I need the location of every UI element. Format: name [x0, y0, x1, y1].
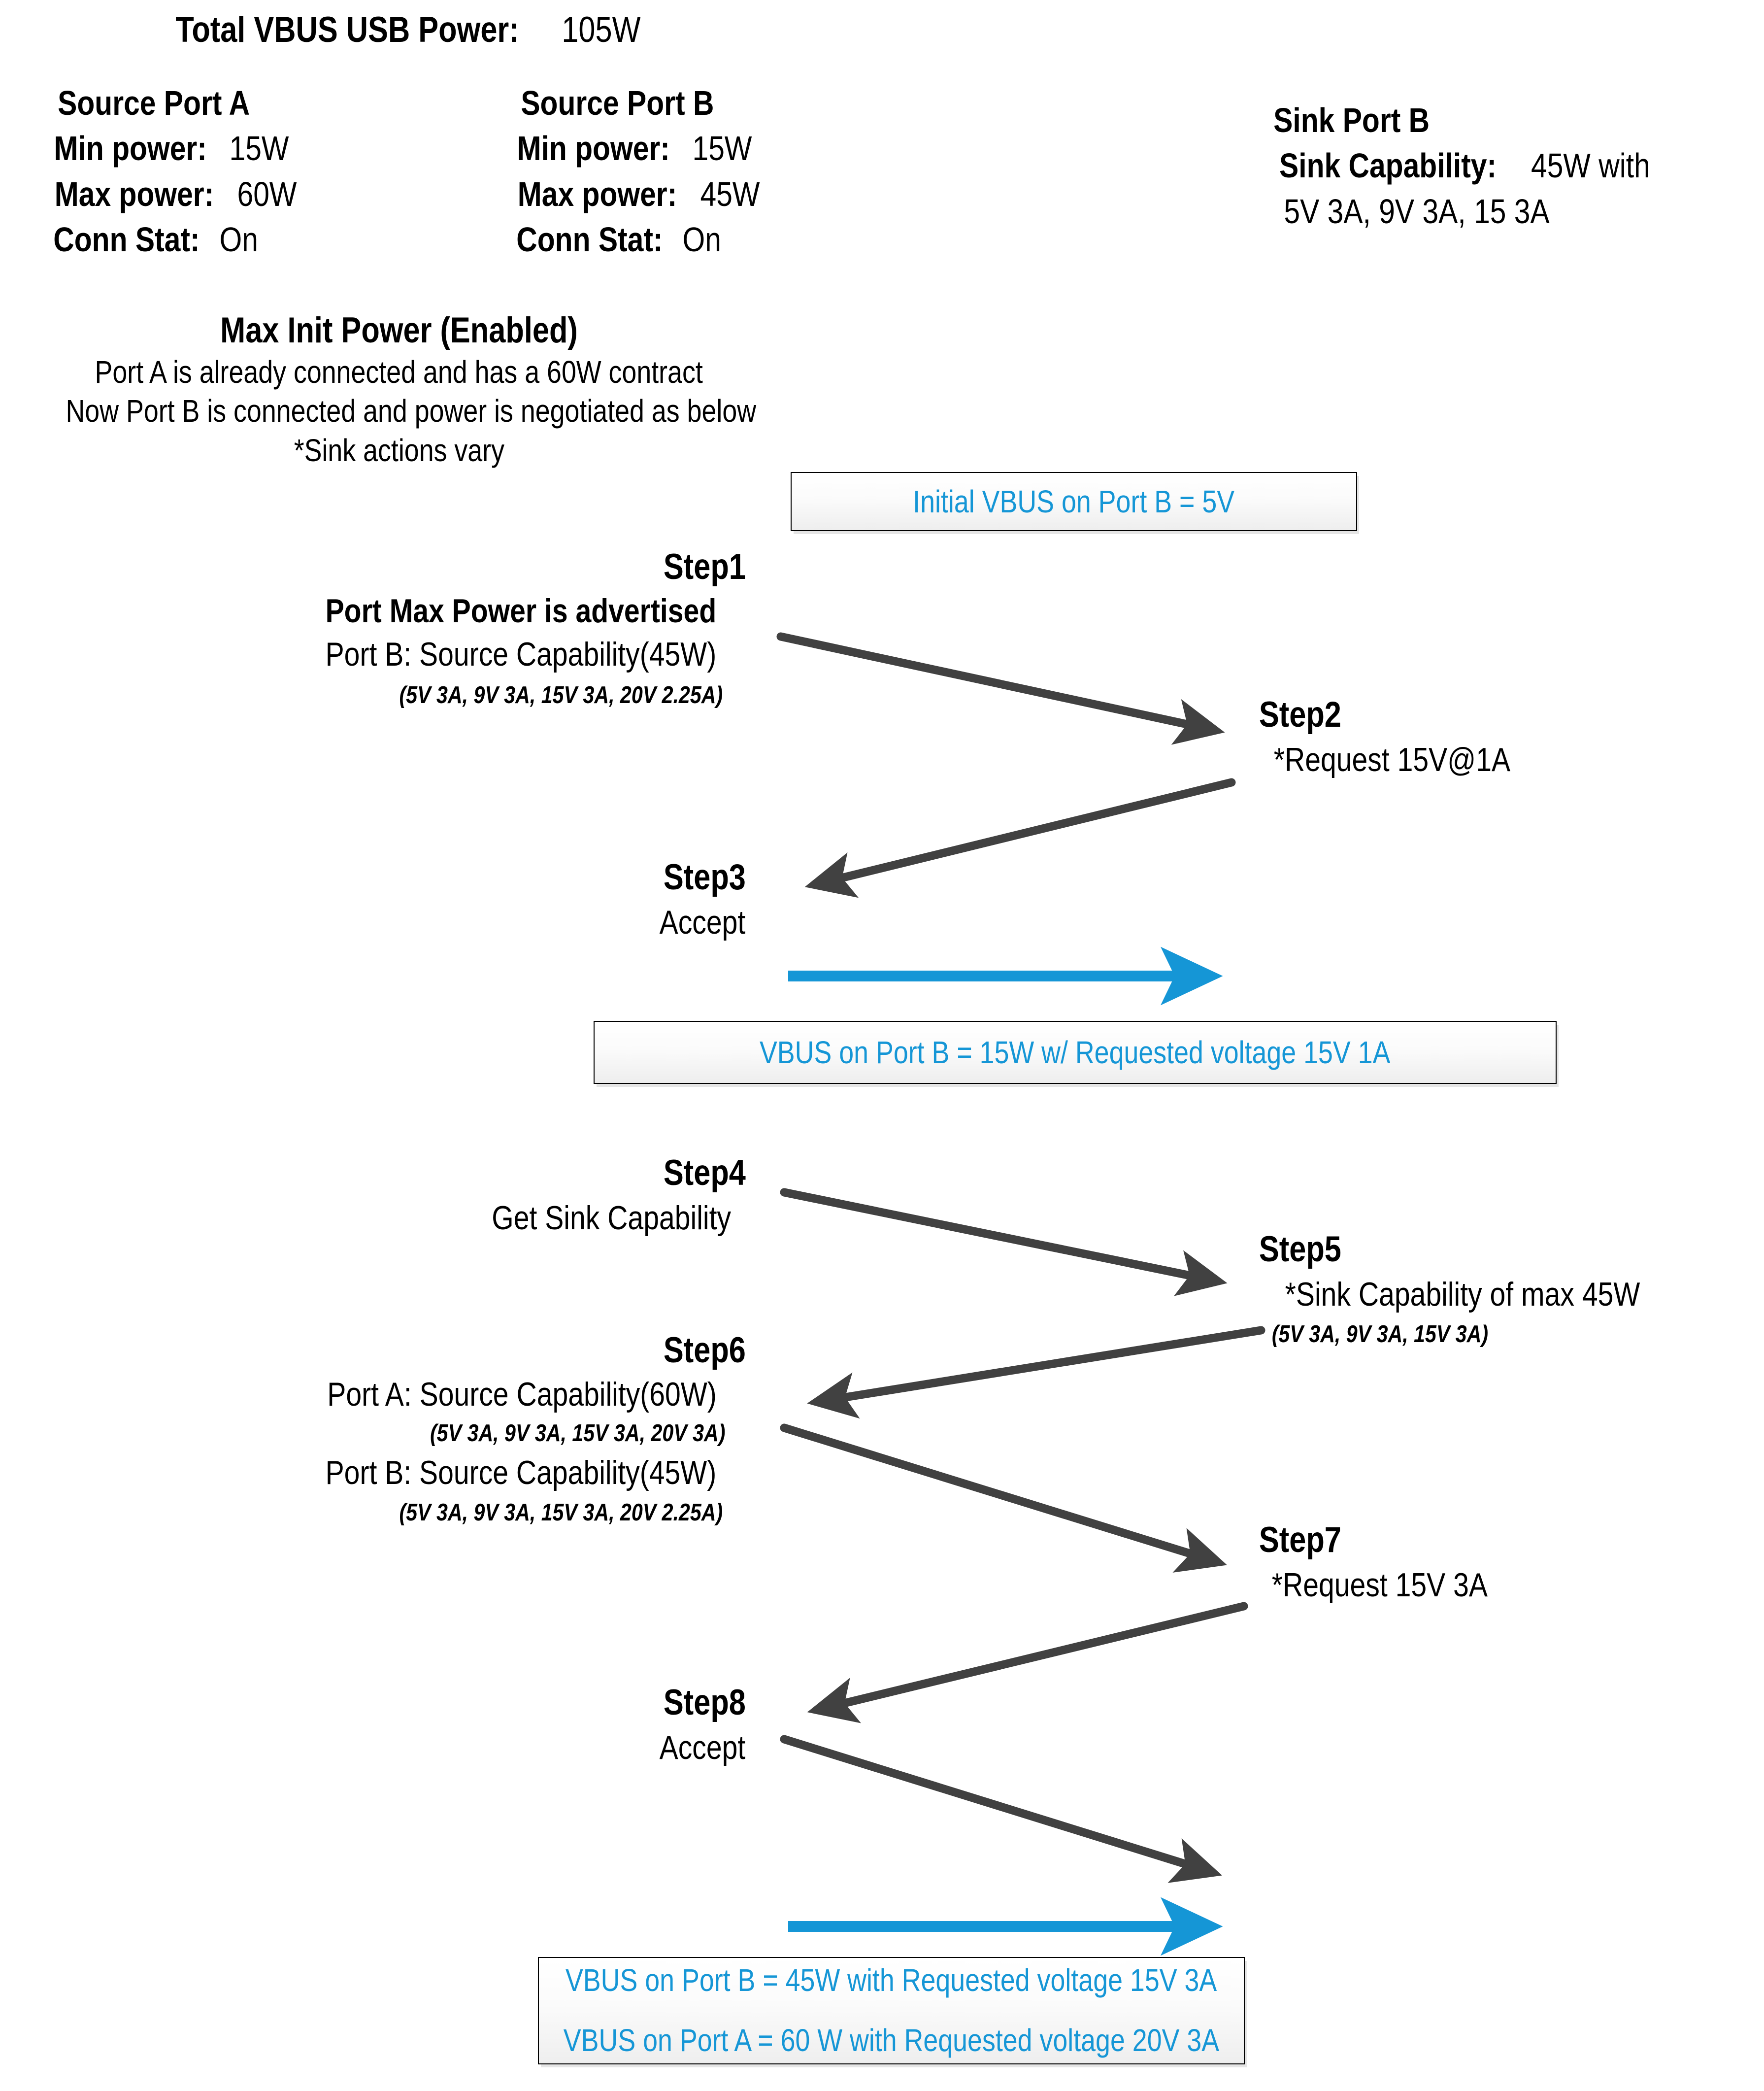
step5-detail: *Sink Capability of max 45W — [1285, 1275, 1640, 1313]
step8-detail: Accept — [659, 1728, 746, 1766]
step1-pdo: (5V 3A, 9V 3A, 15V 3A, 20V 2.25A) — [399, 682, 723, 709]
scenario-line-2: Now Port B is connected and power is neg… — [66, 393, 757, 429]
step1-block: Step1 Port Max Power is advertised Port … — [0, 547, 754, 709]
step5-block: Step5 *Sink Capability of max 45W (5V 3A… — [1251, 1229, 1674, 1348]
arrow-step6-to-step7 — [780, 1423, 1227, 1573]
source-b-min-value: 15W — [692, 129, 752, 168]
source-a-title: Source Port A — [58, 84, 250, 122]
sink-b-capability-value: 45W with — [1531, 146, 1650, 185]
step5-pdo: (5V 3A, 9V 3A, 15V 3A) — [1271, 1320, 1489, 1348]
source-b-min-label: Min power: — [517, 129, 670, 168]
sink-b-pdo-line: 5V 3A, 9V 3A, 15 3A — [1284, 192, 1550, 231]
callout-final-vbus: VBUS on Port B = 45W with Requested volt… — [538, 1957, 1245, 2064]
step7-detail: *Request 15V 3A — [1271, 1566, 1488, 1604]
arrow-step5-to-step6 — [807, 1326, 1265, 1419]
step6-label: Step6 — [664, 1330, 746, 1370]
step4-block: Step4 Get Sink Capability — [0, 1153, 754, 1237]
source-b-max-label: Max power: — [517, 174, 677, 213]
step1-label: Step1 — [664, 547, 746, 587]
sink-b-capability-label: Sink Capability: — [1279, 146, 1497, 185]
source-port-b-block: Source Port B Min power: 15W Max power: … — [502, 84, 765, 259]
step8-block: Step8 Accept — [0, 1683, 754, 1766]
callout-initial-vbus-text: Initial VBUS on Port B = 5V — [913, 483, 1235, 519]
source-a-conn-value: On — [219, 220, 259, 259]
source-b-conn-value: On — [682, 220, 722, 259]
callout-vbus-15w: VBUS on Port B = 15W w/ Requested voltag… — [594, 1021, 1557, 1084]
sink-b-title: Sink Port B — [1273, 101, 1430, 139]
arrow-step4-to-step5 — [780, 1188, 1228, 1296]
step5-label: Step5 — [1259, 1229, 1341, 1269]
step6-block: Step6 Port A: Source Capability(60W) (5V… — [0, 1330, 754, 1526]
total-power-label: Total VBUS USB Power: — [175, 10, 519, 50]
step2-detail: *Request 15V@1A — [1273, 741, 1511, 778]
step6-pdo-a: (5V 3A, 9V 3A, 15V 3A, 20V 3A) — [430, 1419, 726, 1447]
step3-label: Step3 — [664, 857, 746, 897]
step1-headline: Port Max Power is advertised — [325, 592, 717, 630]
step3-block: Step3 Accept — [0, 857, 754, 941]
source-port-a-block: Source Port A Min power: 15W Max power: … — [39, 84, 302, 259]
step4-label: Step4 — [664, 1153, 746, 1193]
step7-label: Step7 — [1259, 1520, 1341, 1560]
scenario-line-3: *Sink actions vary — [294, 433, 504, 469]
sink-port-b-block: Sink Port B Sink Capability: 45W with 5V… — [1259, 101, 1661, 231]
source-a-max-value: 60W — [237, 174, 297, 213]
arrow-step1-to-step2 — [776, 632, 1225, 745]
arrow-step8-to-final — [780, 1735, 1222, 1883]
source-a-min-label: Min power: — [54, 129, 207, 168]
arrow-step2-to-step3 — [804, 778, 1236, 898]
scenario-line-1: Port A is already connected and has a 60… — [95, 354, 703, 390]
step2-label: Step2 — [1259, 695, 1341, 735]
arrow-step7-to-step8 — [807, 1602, 1248, 1723]
source-b-title: Source Port B — [521, 84, 714, 122]
callout-final-vbus-b: VBUS on Port B = 45W with Requested volt… — [566, 1962, 1217, 1998]
callout-vbus-15w-text: VBUS on Port B = 15W w/ Requested voltag… — [760, 1034, 1391, 1070]
step1-detail: Port B: Source Capability(45W) — [325, 635, 717, 673]
source-a-max-label: Max power: — [54, 174, 214, 213]
total-power-value: 105W — [561, 10, 641, 50]
step2-block: Step2 *Request 15V@1A — [1251, 695, 1533, 778]
step8-label: Step8 — [664, 1683, 746, 1722]
source-a-conn-label: Conn Stat: — [53, 220, 200, 259]
scenario-block: Max Init Power (Enabled) Port A is alrea… — [0, 310, 798, 469]
source-b-max-value: 45W — [700, 174, 760, 213]
step6-detail-b: Port B: Source Capability(45W) — [325, 1453, 717, 1491]
source-a-min-value: 15W — [229, 129, 289, 168]
callout-initial-vbus: Initial VBUS on Port B = 5V — [791, 472, 1357, 531]
step6-detail-a: Port A: Source Capability(60W) — [327, 1375, 717, 1413]
step7-block: Step7 *Request 15V 3A — [1251, 1520, 1508, 1604]
source-b-conn-label: Conn Stat: — [516, 220, 663, 259]
callout-final-vbus-a: VBUS on Port A = 60 W with Requested vol… — [563, 2023, 1220, 2058]
step6-pdo-b: (5V 3A, 9V 3A, 15V 3A, 20V 2.25A) — [399, 1499, 723, 1526]
step3-detail: Accept — [659, 903, 746, 941]
scenario-title: Max Init Power (Enabled) — [220, 310, 578, 350]
total-power-line: Total VBUS USB Power: 105W — [143, 10, 648, 50]
step4-detail: Get Sink Capability — [491, 1199, 731, 1237]
